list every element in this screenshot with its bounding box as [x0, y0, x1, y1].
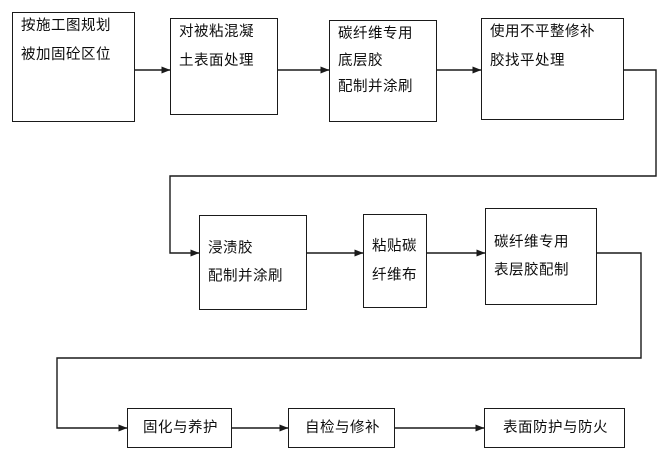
node-label-line: 被加固砼区位 — [21, 46, 111, 63]
node-label-line: 自检与修补 — [305, 419, 380, 436]
node-label-line: 按施工图规划 — [21, 18, 111, 34]
node-label-line: 纤维布 — [372, 267, 417, 283]
node-label-line: 对被粘混凝 — [179, 24, 254, 40]
node-label-line: 使用不平整修补 — [490, 24, 595, 40]
node-label-line: 配制并涂刷 — [208, 268, 283, 285]
node-topcoat-adhesive-prepare[interactable]: 碳纤维专用表层胶配制 — [485, 208, 597, 305]
node-label-line: 表面防护与防火 — [503, 419, 608, 436]
node-label: 按施工图规划被加固砼区位 — [21, 19, 130, 62]
node-label-line: 碳纤维专用 — [494, 234, 569, 250]
node-label-line: 底层胶 — [338, 52, 383, 69]
node-label: 固化与养护 — [128, 421, 231, 436]
node-label-line: 胶找平处理 — [490, 52, 565, 69]
node-label: 对被粘混凝土表面处理 — [179, 25, 273, 68]
node-label: 碳纤维专用表层胶配制 — [494, 235, 592, 278]
node-impregnating-adhesive-prepare-and-brush[interactable]: 浸渍胶配制并涂刷 — [199, 215, 307, 310]
node-label-line: 土表面处理 — [179, 52, 254, 69]
node-plan-reinforcement-zone[interactable]: 按施工图规划被加固砼区位 — [12, 12, 135, 122]
node-surface-protection-and-fireproofing[interactable]: 表面防护与防火 — [484, 408, 625, 448]
node-curing-and-maintenance[interactable]: 固化与养护 — [127, 408, 232, 448]
node-leveling-putty-repair[interactable]: 使用不平整修补胶找平处理 — [481, 18, 624, 120]
node-label: 碳纤维专用底层胶配制并涂刷 — [338, 27, 432, 95]
node-primer-adhesive-prepare-and-brush[interactable]: 碳纤维专用底层胶配制并涂刷 — [329, 20, 437, 122]
node-concrete-surface-treatment[interactable]: 对被粘混凝土表面处理 — [170, 18, 278, 115]
node-label-line: 表层胶配制 — [494, 262, 569, 279]
node-label-line: 碳纤维专用 — [338, 26, 413, 42]
node-label: 粘贴碳纤维布 — [372, 238, 422, 283]
node-paste-carbon-fiber-cloth[interactable]: 粘贴碳纤维布 — [363, 214, 427, 308]
node-label-line: 浸渍胶 — [208, 240, 253, 256]
node-self-inspection-and-repair[interactable]: 自检与修补 — [288, 408, 395, 448]
node-label-line: 固化与养护 — [143, 419, 218, 436]
node-label-line: 配制并涂刷 — [338, 79, 413, 95]
node-label: 浸渍胶配制并涂刷 — [208, 241, 302, 284]
node-label: 使用不平整修补胶找平处理 — [490, 25, 619, 68]
node-label: 表面防护与防火 — [485, 421, 624, 436]
node-label: 自检与修补 — [289, 421, 394, 436]
node-label-line: 粘贴碳 — [372, 238, 417, 255]
